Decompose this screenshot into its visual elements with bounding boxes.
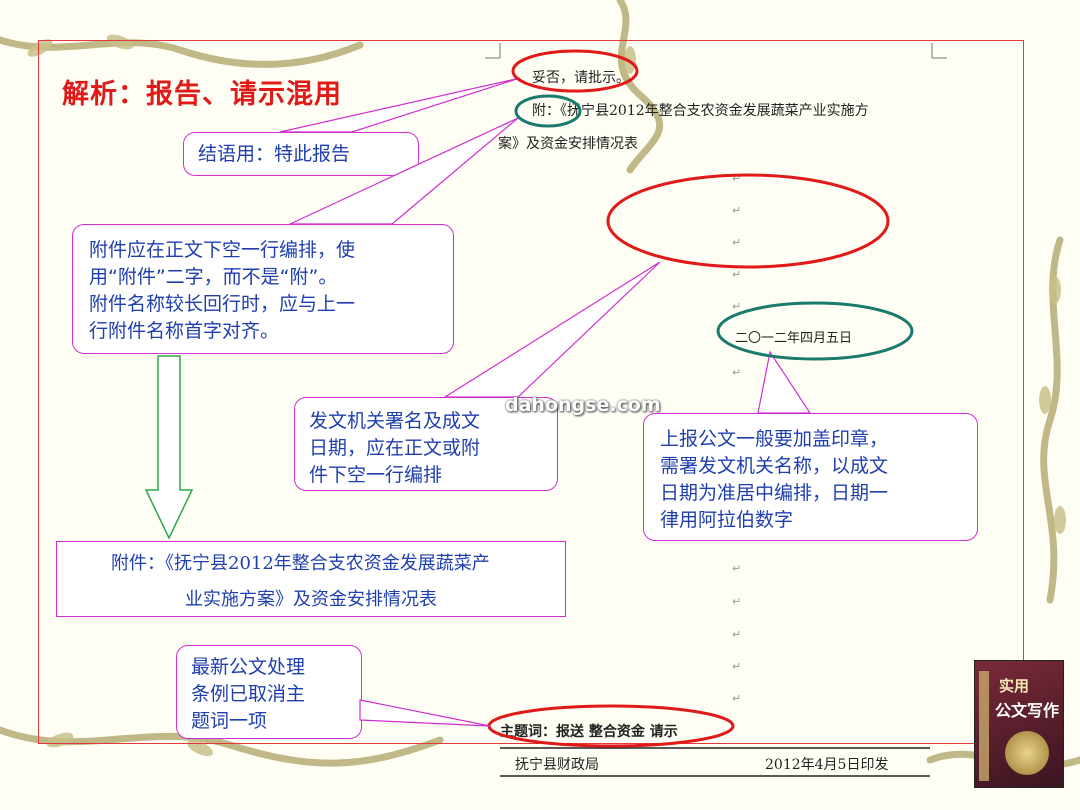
pointer-attachment bbox=[289, 117, 519, 225]
paragraph-mark: ↵ bbox=[732, 204, 742, 217]
doc-line-closing: 妥否，请批示。 bbox=[532, 70, 630, 86]
pointer-subject bbox=[359, 699, 491, 727]
callout-seal-line: 日期为准居中编排，日期一 bbox=[660, 482, 889, 504]
book-spine-stripe bbox=[979, 671, 989, 781]
doc-subject-line: 主题词：报送 整合资金 请示 bbox=[500, 724, 678, 740]
paragraph-mark: ↵ bbox=[732, 660, 742, 673]
corrected-attachment-line: 附件：《抚宁县2012年整合支农资金发展蔬菜产 bbox=[111, 553, 490, 574]
paragraph-mark: ↵ bbox=[732, 628, 742, 641]
book-title-1: 实用 bbox=[999, 677, 1030, 695]
ellipse-date bbox=[716, 301, 914, 361]
doc-line-attachment-1: 附：《抚宁县2012年整合支农资金发展蔬菜产业实施方 bbox=[532, 103, 869, 119]
doc-date: 二〇一二年四月五日 bbox=[735, 331, 853, 346]
callout-seal-line: 律用阿拉伯数字 bbox=[660, 509, 794, 531]
callout-issuer-line: 日期，应在正文或附 bbox=[309, 437, 481, 459]
callout-subject-rule: 最新公文处理 条例已取消主 题词一项 bbox=[176, 645, 362, 739]
doc-footer-org: 抚宁县财政局 bbox=[515, 757, 599, 773]
paragraph-mark: ↵ bbox=[732, 366, 742, 379]
callout-corrected-attachment: 附件：《抚宁县2012年整合支农资金发展蔬菜产 业实施方案》及资金安排情况表 bbox=[56, 541, 566, 617]
callout-seal-line: 需署发文机关名称，以成文 bbox=[660, 455, 889, 477]
paragraph-mark: ↵ bbox=[732, 236, 742, 249]
book-title-2: 公文写作 bbox=[995, 701, 1060, 720]
doc-footer-date: 2012年4月5日印发 bbox=[765, 757, 889, 773]
book-cover-image: 实用 公文写作 bbox=[974, 660, 1064, 788]
coin-icon bbox=[1005, 731, 1049, 775]
corrected-attachment-line: 业实施方案》及资金安排情况表 bbox=[185, 589, 437, 610]
pointer-issuer bbox=[442, 261, 661, 398]
pointer-seal bbox=[757, 350, 812, 414]
slide-frame bbox=[38, 40, 1024, 744]
doc-line-attachment-2: 案》及资金安排情况表 bbox=[498, 136, 638, 152]
slide-title: 解析：报告、请示混用 bbox=[62, 79, 342, 110]
callout-seal-rule: 上报公文一般要加盖印章， 需署发文机关名称，以成文 日期为准居中编排，日期一 律… bbox=[643, 413, 978, 541]
callout-closing-phrase: 结语用：特此报告 bbox=[183, 132, 419, 176]
watermark: dahongse.com bbox=[505, 394, 661, 416]
callout-attachment-rule: 附件应在正文下空一行编排，使 用“附件”二字，而不是“附”。 附件名称较长回行时… bbox=[72, 224, 454, 354]
callout-attachment-line: 附件应在正文下空一行编排，使 bbox=[89, 239, 356, 261]
callout-attachment-line: 附件名称较长回行时，应与上一 bbox=[89, 293, 356, 315]
callout-issuer-line: 件下空一行编排 bbox=[309, 464, 443, 486]
callout-seal-line: 上报公文一般要加盖印章， bbox=[660, 428, 889, 450]
ellipse-missing-signature bbox=[606, 173, 890, 269]
paragraph-mark: ↵ bbox=[732, 300, 742, 313]
callout-subject-line: 最新公文处理 bbox=[191, 656, 306, 678]
ellipse-subject-line bbox=[487, 704, 735, 748]
callout-subject-line: 条例已取消主 bbox=[191, 683, 306, 705]
ellipse-closing-phrase bbox=[511, 49, 639, 93]
down-arrow-icon bbox=[144, 355, 194, 540]
paragraph-mark: ↵ bbox=[732, 562, 742, 575]
callout-attachment-line: 行附件名称首字对齐。 bbox=[89, 320, 280, 342]
paragraph-mark: ↵ bbox=[732, 268, 742, 281]
callout-issuer-line: 发文机关署名及成文 bbox=[309, 410, 481, 432]
paragraph-mark: ↵ bbox=[732, 595, 742, 608]
callout-subject-line: 题词一项 bbox=[191, 710, 268, 732]
pointer-closing bbox=[279, 77, 521, 133]
ellipse-attachment-word bbox=[514, 94, 582, 128]
paragraph-mark: ↵ bbox=[732, 692, 742, 705]
callout-closing-text: 结语用：特此报告 bbox=[198, 143, 351, 165]
callout-issuer-rule: 发文机关署名及成文 日期，应在正文或附 件下空一行编排 bbox=[294, 397, 558, 491]
callout-attachment-line: 用“附件”二字，而不是“附”。 bbox=[89, 266, 338, 288]
paragraph-mark: ↵ bbox=[732, 172, 742, 185]
